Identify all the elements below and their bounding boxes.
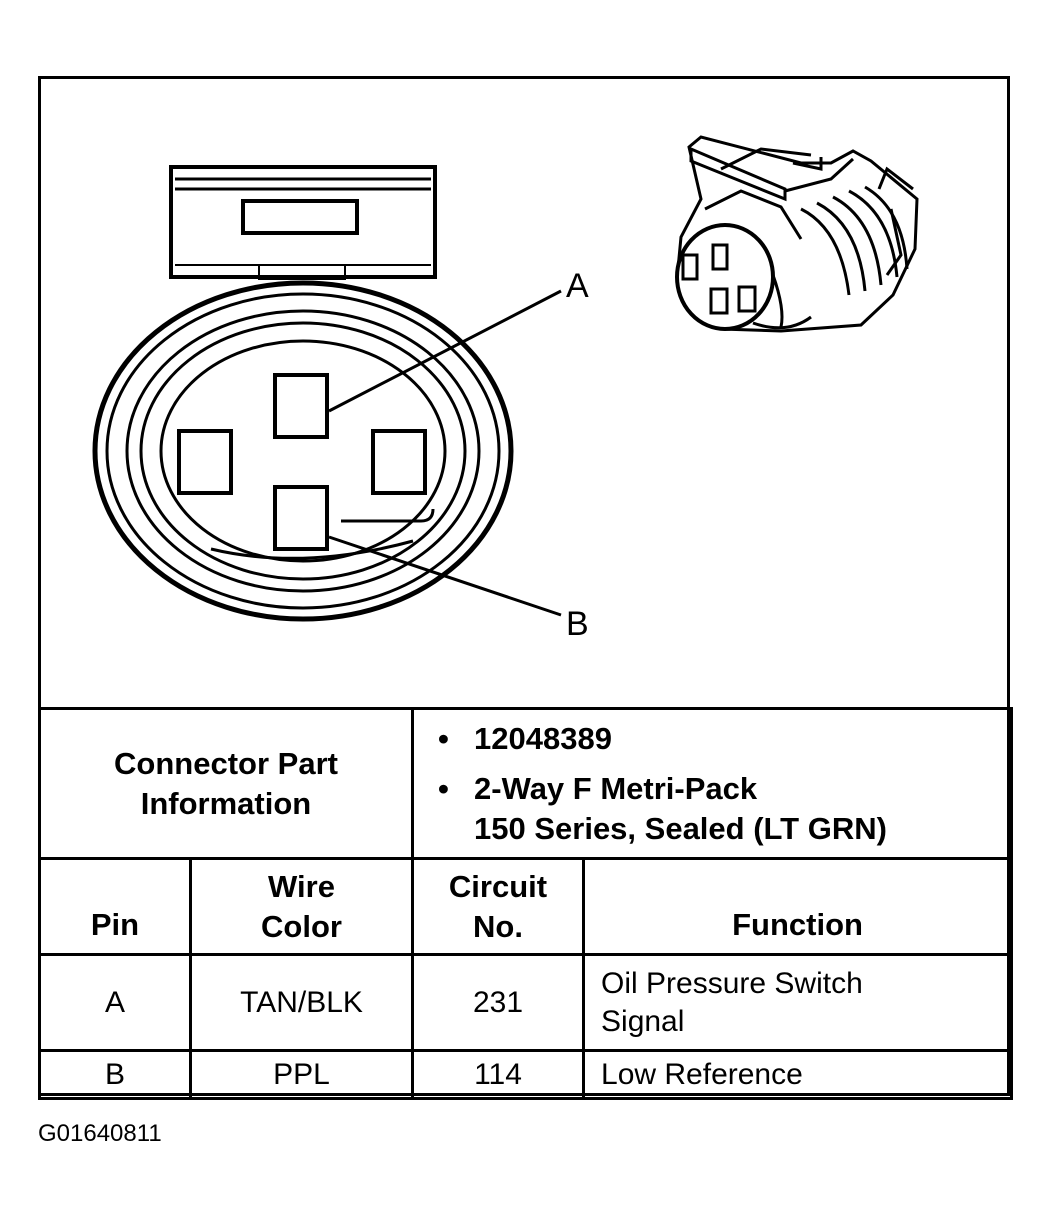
table-row: A TAN/BLK 231 Oil Pressure Switch Signal — [38, 953, 1014, 1052]
pin-cell: A — [38, 953, 192, 1052]
callout-b-label: B — [566, 605, 589, 643]
function-line1: Low Reference — [601, 1057, 803, 1091]
wire-color-cell: TAN/BLK — [188, 953, 415, 1052]
function-cell: Oil Pressure Switch Signal — [582, 953, 1014, 1052]
connector-type-item: • 2-Way F Metri-Pack 150 Series, Sealed … — [438, 769, 1010, 849]
terminal-cavity-b — [273, 485, 329, 551]
terminal-cavities — [177, 373, 427, 551]
connector-type-line1: 2-Way F Metri-Pack — [474, 770, 758, 806]
header-pin: Pin — [38, 857, 192, 956]
connector-part-label: Connector Part Information — [37, 707, 415, 860]
header-circuit-line1: Circuit — [448, 868, 548, 904]
header-wire-color-line1: Wire — [268, 868, 335, 904]
header-wire-color: Wire Color — [188, 857, 415, 956]
connector-type-line2: 150 Series, Sealed (LT GRN) — [474, 810, 887, 846]
wire-color-cell: PPL — [188, 1049, 415, 1100]
connector-part-label-line1: Connector Part — [114, 745, 338, 781]
callout-a-label: A — [566, 267, 589, 305]
circuit-cell: 231 — [411, 953, 586, 1052]
terminal-cavity-right — [371, 429, 427, 495]
connector-iso-view — [675, 135, 919, 333]
connector-drawing: A B — [92, 135, 919, 643]
part-number-item: • 12048389 — [438, 719, 1010, 759]
leader-line-b — [328, 535, 562, 617]
bullet-icon: • — [438, 770, 449, 806]
pin-cell: B — [38, 1049, 192, 1100]
header-function: Function — [582, 857, 1014, 956]
table-row: B PPL 114 Low Reference — [38, 1049, 1014, 1100]
header-circuit: Circuit No. — [411, 857, 586, 956]
connector-lock-tab — [169, 165, 437, 280]
connector-diagram: A B — [41, 79, 1007, 707]
figure-id: G01640811 — [38, 1120, 162, 1147]
function-line1: Oil Pressure Switch — [601, 966, 863, 1000]
function-cell: Low Reference — [582, 1049, 1014, 1100]
connector-part-values: • 12048389 • 2-Way F Metri-Pack 150 Seri… — [411, 707, 1014, 860]
terminal-cavity-left — [177, 429, 233, 495]
figure-frame: A B Connector Part Information • 1204838… — [37, 76, 1014, 1100]
connector-part-row: Connector Part Information • 12048389 • … — [37, 707, 1014, 860]
terminal-cavity-a — [273, 373, 329, 439]
header-row: Pin Wire Color Circuit No. Function — [38, 857, 1014, 956]
header-wire-color-line2: Color — [261, 908, 342, 944]
connector-info-table: Connector Part Information • 12048389 • … — [37, 707, 1014, 1100]
header-circuit-line2: No. — [473, 908, 523, 944]
part-number: 12048389 — [474, 720, 612, 756]
bullet-icon: • — [438, 720, 449, 756]
circuit-cell: 114 — [411, 1049, 586, 1100]
connector-part-label-line2: Information — [140, 785, 312, 821]
leader-line-a — [328, 289, 562, 413]
connector-face — [92, 280, 514, 622]
function-line2: Signal — [601, 1004, 685, 1038]
